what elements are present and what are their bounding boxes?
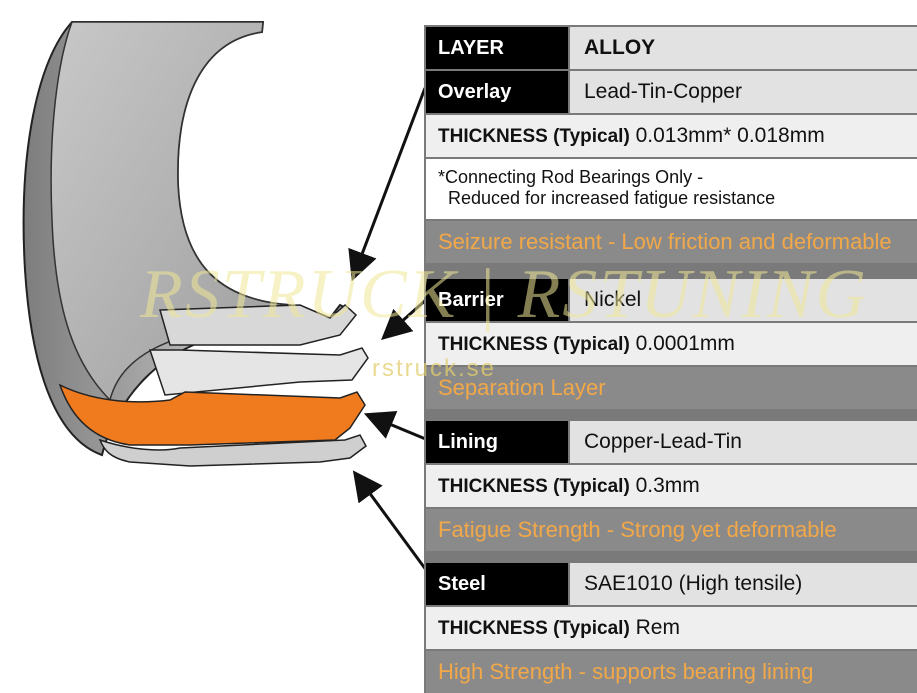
overlay-thickness: THICKNESS (Typical) 0.013mm* 0.018mm — [426, 115, 917, 157]
steel-layer — [98, 434, 367, 467]
lining-thickness-label: THICKNESS (Typical) — [438, 476, 630, 497]
table-header: LAYER ALLOY — [426, 27, 917, 69]
barrier-alloy: Nickel — [570, 279, 917, 321]
layer-table: LAYER ALLOY Overlay Lead-Tin-Copper THIC… — [424, 25, 917, 693]
overlay-thickness-value: 0.013mm* 0.018mm — [629, 124, 825, 147]
barrier-row: Barrier Nickel — [426, 279, 917, 321]
overlay-arrow — [348, 87, 427, 282]
overlay-note-line-1: *Connecting Rod Bearings Only - — [438, 167, 704, 187]
steel-thickness: THICKNESS (Typical) Rem — [426, 607, 917, 649]
header-alloy: ALLOY — [570, 27, 917, 69]
barrier-layer — [148, 347, 369, 396]
barrier-name: Barrier — [426, 279, 568, 321]
lining-property: Fatigue Strength - Strong yet deformable — [426, 509, 917, 551]
overlay-property: Seizure resistant - Low friction and def… — [426, 221, 917, 263]
lining-thickness: THICKNESS (Typical) 0.3mm — [426, 465, 917, 507]
steel-alloy: SAE1010 (High tensile) — [570, 563, 917, 605]
barrier-property: Separation Layer — [426, 367, 917, 409]
overlay-thickness-label: THICKNESS (Typical) — [438, 126, 630, 147]
barrier-thickness-label: THICKNESS (Typical) — [438, 334, 630, 355]
lining-arrow — [363, 411, 429, 442]
barrier-arrow — [381, 296, 430, 341]
overlay-alloy: Lead-Tin-Copper — [570, 71, 917, 113]
overlay-note-line-2: Reduced for increased fatigue resistance — [438, 188, 776, 208]
header-layer: LAYER — [426, 27, 568, 69]
steel-row: Steel SAE1010 (High tensile) — [426, 563, 917, 605]
steel-property: High Strength - supports bearing lining — [426, 651, 917, 693]
steel-thickness-value: Rem — [629, 616, 680, 639]
overlay-layer — [159, 303, 358, 346]
barrier-thickness-value: 0.0001mm — [629, 332, 735, 355]
steel-arrow — [352, 470, 434, 579]
lining-layer — [58, 383, 366, 446]
lining-name: Lining — [426, 421, 568, 463]
lining-row: Lining Copper-Lead-Tin — [426, 421, 917, 463]
barrier-thickness: THICKNESS (Typical) 0.0001mm — [426, 323, 917, 365]
lining-thickness-value: 0.3mm — [629, 474, 700, 497]
overlay-name: Overlay — [426, 71, 568, 113]
overlay-note: *Connecting Rod Bearings Only - Reduced … — [426, 159, 917, 219]
steel-thickness-label: THICKNESS (Typical) — [438, 618, 630, 639]
steel-name: Steel — [426, 563, 568, 605]
overlay-row: Overlay Lead-Tin-Copper — [426, 71, 917, 113]
lining-alloy: Copper-Lead-Tin — [570, 421, 917, 463]
